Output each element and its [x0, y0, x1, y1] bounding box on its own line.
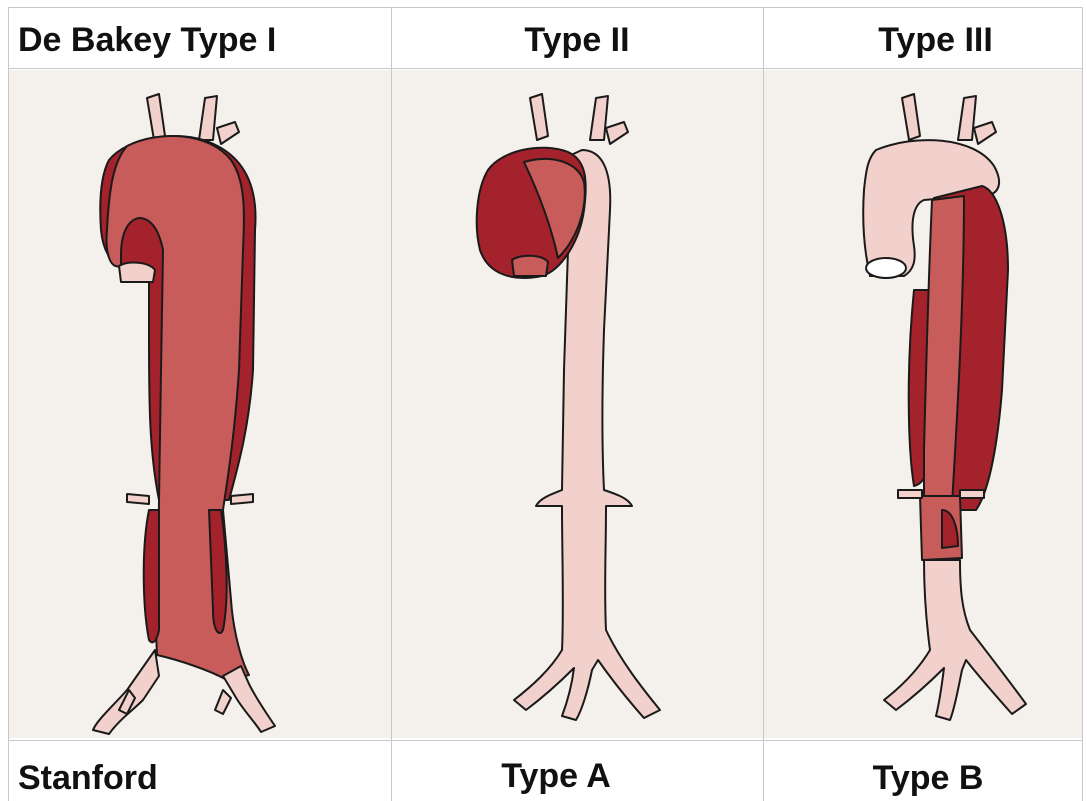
header-debakey-type-1: De Bakey Type I — [18, 21, 277, 59]
table-border-right — [1082, 7, 1083, 801]
footer-stanford: Stanford — [18, 759, 158, 797]
header-type-3: Type III — [878, 21, 993, 59]
footer-divider — [8, 740, 1083, 741]
panel-type-2 — [392, 70, 763, 738]
panel-type-3 — [764, 70, 1082, 738]
header-type-2: Type II — [524, 21, 630, 59]
aorta-type-1-illustration — [9, 70, 391, 738]
column-divider-2 — [763, 7, 764, 801]
footer-type-a: Type A — [501, 757, 611, 795]
column-divider-1 — [391, 7, 392, 801]
aorta-type-3-illustration — [764, 70, 1082, 738]
header-divider — [8, 68, 1083, 69]
aorta-type-2-illustration — [392, 70, 763, 738]
table-border-top — [8, 7, 1083, 8]
panel-type-1 — [9, 70, 391, 738]
footer-type-b: Type B — [872, 759, 984, 797]
table-border-left — [8, 7, 9, 801]
